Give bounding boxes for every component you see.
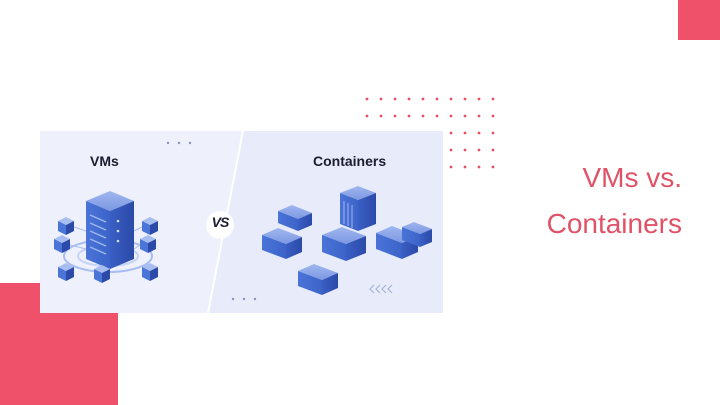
decor-dot xyxy=(421,114,425,118)
vm-server-tower xyxy=(86,191,134,269)
decor-dot xyxy=(435,97,439,101)
decor-dot xyxy=(449,165,453,169)
decor-dot xyxy=(449,97,453,101)
decor-dot xyxy=(491,148,495,152)
vm-connections xyxy=(69,226,143,250)
card-dots-bottom xyxy=(231,297,257,301)
vm-node-center-bottom xyxy=(94,265,110,283)
decor-dot xyxy=(491,97,495,101)
decor-dot xyxy=(393,97,397,101)
vs-badge xyxy=(206,211,234,239)
vs-badge-text: VS xyxy=(211,214,230,230)
decor-dot xyxy=(463,114,467,118)
decor-dot xyxy=(421,97,425,101)
vm-node-left-bottom xyxy=(58,263,74,281)
decor-dot xyxy=(477,165,481,169)
container-box-3 xyxy=(322,227,366,261)
vm-node-left-mid xyxy=(54,235,70,253)
decor-dot xyxy=(407,114,411,118)
decor-dot xyxy=(435,114,439,118)
decor-dot xyxy=(491,131,495,135)
decor-dot xyxy=(463,148,467,152)
slide-title: VMs vs. Containers xyxy=(547,155,682,247)
container-box-2 xyxy=(262,228,302,259)
decor-dot xyxy=(477,97,481,101)
decor-dot xyxy=(477,148,481,152)
containers-label: Containers xyxy=(313,153,387,169)
vms-vs-containers-illustration xyxy=(40,131,443,313)
slide-title-line-2: Containers xyxy=(546,208,682,239)
container-box-4 xyxy=(298,264,338,295)
vm-node-right-mid xyxy=(140,235,156,253)
container-box-6 xyxy=(402,222,432,247)
decor-dot xyxy=(379,114,383,118)
decor-dot xyxy=(491,165,495,169)
decor-dot xyxy=(463,165,467,169)
decor-dot xyxy=(379,97,383,101)
decor-dot xyxy=(365,97,369,101)
decor-dot xyxy=(365,114,369,118)
decor-dot xyxy=(449,114,453,118)
decor-dot xyxy=(477,131,481,135)
vms-label: VMs xyxy=(90,153,119,169)
decor-dot xyxy=(463,97,467,101)
corner-accent-top-right xyxy=(678,0,720,40)
decor-dot xyxy=(449,131,453,135)
chevrons-decoration xyxy=(369,284,393,294)
card-right-background xyxy=(208,131,443,313)
decor-dot xyxy=(449,148,453,152)
container-tower xyxy=(340,186,376,231)
vm-node-left-top xyxy=(58,217,74,235)
decor-dot xyxy=(393,114,397,118)
decor-dot xyxy=(407,97,411,101)
slide-title-line-1: VMs vs. xyxy=(582,162,682,193)
vm-node-right-top xyxy=(142,217,158,235)
decor-dot xyxy=(477,114,481,118)
decor-dot xyxy=(491,114,495,118)
vm-node-right-bottom xyxy=(142,263,158,281)
decor-dot xyxy=(463,131,467,135)
container-box-1 xyxy=(278,205,312,231)
illustration-canvas xyxy=(40,131,443,313)
card-dots-top xyxy=(166,141,192,145)
